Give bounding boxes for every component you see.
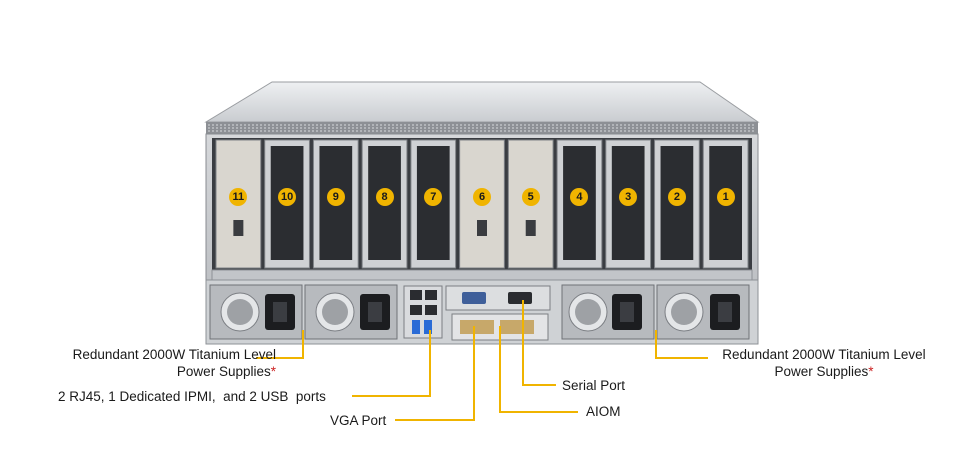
rj45-usb-block (403, 285, 443, 339)
slot-number-badge: 9 (326, 188, 345, 206)
chassis-top (204, 81, 760, 123)
slot-number-badge: 10 (278, 188, 297, 206)
vga-serial-block (445, 285, 551, 311)
aiom-label: AIOM (586, 404, 621, 419)
psu-left-2 (304, 284, 398, 340)
slot-port (233, 220, 244, 236)
serial-label: Serial Port (562, 378, 626, 393)
psu-right-1 (561, 284, 655, 340)
slot-port (525, 220, 536, 236)
slot-number-badge: 8 (375, 188, 394, 206)
ports-label: 2 RJ45, 1 Dedicated IPMI, and 2 USB port… (58, 389, 326, 404)
slot-number-badge: 11 (229, 188, 248, 206)
slot-port (477, 220, 487, 236)
psu-left-1 (209, 284, 303, 340)
slot-number-badge: 4 (570, 188, 589, 206)
slot-number-badge: 7 (424, 188, 443, 206)
psu-left-label: Redundant 2000W Titanium Level Power Sup… (72, 347, 276, 379)
slot-number-badge: 1 (716, 188, 735, 206)
slot-number-badge: 3 (619, 188, 638, 206)
slot-number-badge: 2 (667, 188, 686, 206)
psu-right-2 (656, 284, 750, 340)
vga-label: VGA Port (330, 413, 387, 428)
slot-number-badge: 6 (473, 188, 491, 206)
callout-lines (256, 300, 708, 421)
psu-right-label: Redundant 2000W Titanium Level Power Sup… (722, 347, 926, 379)
slot-number-badge: 5 (521, 188, 540, 206)
